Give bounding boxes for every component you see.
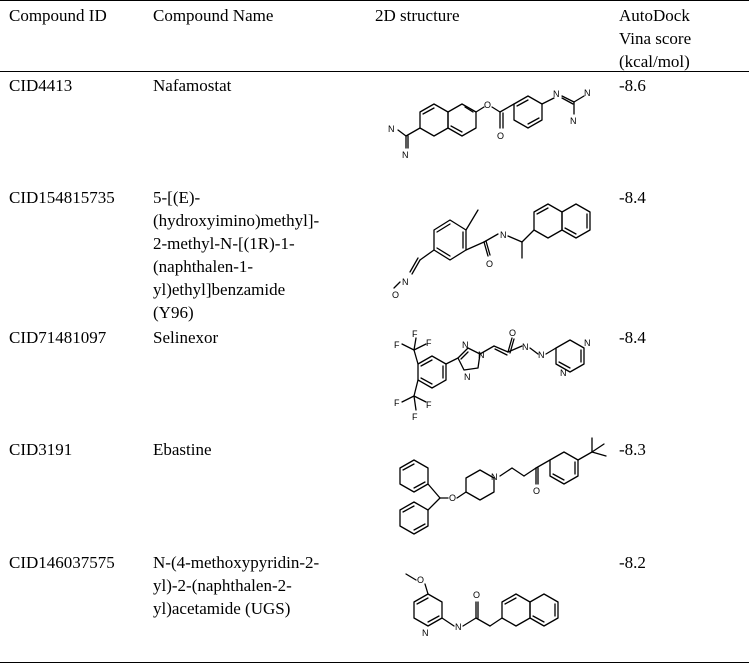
name-line: yl)acetamide (UGS) (153, 599, 291, 618)
row-1-compound-id: CID4413 (9, 76, 73, 95)
name-line: (naphthalen-1- (153, 257, 254, 276)
name-line: (hydroxyimino)methyl]- (153, 211, 320, 230)
atom-label: F (394, 398, 400, 408)
atom-label: N (478, 350, 485, 360)
row-1-compound-name: Nafamostat (153, 74, 231, 97)
atom-label: F (412, 412, 418, 422)
atom-label: F (412, 329, 418, 339)
ugs-structure-icon: O N N O (398, 568, 598, 658)
atom-label: N (522, 342, 529, 352)
name-line: 2-methyl-N-[(1R)-1- (153, 234, 295, 253)
row-2-score: -8.4 (619, 188, 646, 207)
name-line: 5-[(E)- (153, 188, 201, 207)
atom-label: N (553, 89, 560, 99)
name-line: (Y96) (153, 303, 194, 322)
row-5-score: -8.2 (619, 553, 646, 572)
atom-label: O (484, 100, 491, 110)
atom-label: O (417, 575, 424, 585)
atom-label: N (491, 472, 498, 482)
row-1-score: -8.6 (619, 76, 646, 95)
atom-label: N (402, 277, 409, 287)
atom-label: N (464, 372, 471, 382)
atom-label: N (455, 622, 462, 632)
header-score-line: AutoDock (619, 6, 690, 25)
atom-label: N (402, 150, 409, 160)
row-5-compound-id: CID146037575 (9, 553, 115, 572)
row-2-compound-name: 5-[(E)- (hydroxyimino)methyl]- 2-methyl-… (153, 186, 319, 324)
ebastine-structure-icon: O N O (392, 437, 612, 538)
header-compound-id: Compound ID (9, 6, 107, 25)
name-line: Ebastine (153, 440, 212, 459)
row-3-compound-name: Selinexor (153, 326, 218, 349)
selinexor-structure-icon: F F F F F F N N N (392, 328, 612, 428)
atom-label: N (388, 124, 395, 134)
atom-label: N (462, 340, 469, 350)
y96-structure-icon: N O O N (390, 190, 610, 300)
atom-label: O (449, 493, 456, 503)
nafamostat-structure-icon: N N O O N N N (380, 82, 605, 182)
table-bottom-rule (0, 662, 749, 663)
header-compound-name: Compound Name (153, 6, 274, 25)
atom-label: N (584, 338, 591, 348)
atom-label: N (560, 368, 567, 378)
atom-label: N (538, 350, 545, 360)
name-line: N-(4-methoxypyridin-2- (153, 553, 320, 572)
table-header-rule (0, 71, 749, 72)
row-4-score: -8.3 (619, 440, 646, 459)
atom-label: O (509, 328, 516, 338)
name-line: yl)ethyl]benzamide (153, 280, 286, 299)
header-structure: 2D structure (375, 6, 460, 25)
row-2-compound-id: CID154815735 (9, 188, 115, 207)
atom-label: F (426, 400, 432, 410)
atom-label: O (486, 259, 493, 269)
row-5-compound-name: N-(4-methoxypyridin-2- yl)-2-(naphthalen… (153, 551, 319, 620)
header-score: AutoDock Vina score (kcal/mol) (619, 4, 691, 73)
atom-label: O (473, 590, 480, 600)
atom-label: O (497, 131, 504, 141)
row-3-compound-id: CID71481097 (9, 328, 107, 347)
atom-label: N (500, 230, 507, 240)
atom-label: F (394, 340, 400, 350)
name-line: Nafamostat (153, 76, 232, 95)
atom-label: N (570, 116, 577, 126)
header-score-line: (kcal/mol) (619, 52, 690, 71)
name-line: Selinexor (153, 328, 219, 347)
header-score-line: Vina score (619, 29, 692, 48)
atom-label: F (426, 338, 432, 348)
row-4-compound-id: CID3191 (9, 440, 73, 459)
atom-label: O (533, 486, 540, 496)
row-3-score: -8.4 (619, 328, 646, 347)
row-4-compound-name: Ebastine (153, 438, 212, 461)
name-line: yl)-2-(naphthalen-2- (153, 576, 292, 595)
atom-label: O (392, 290, 399, 300)
atom-label: N (584, 88, 591, 98)
table-top-rule (0, 0, 749, 1)
atom-label: N (422, 628, 429, 638)
